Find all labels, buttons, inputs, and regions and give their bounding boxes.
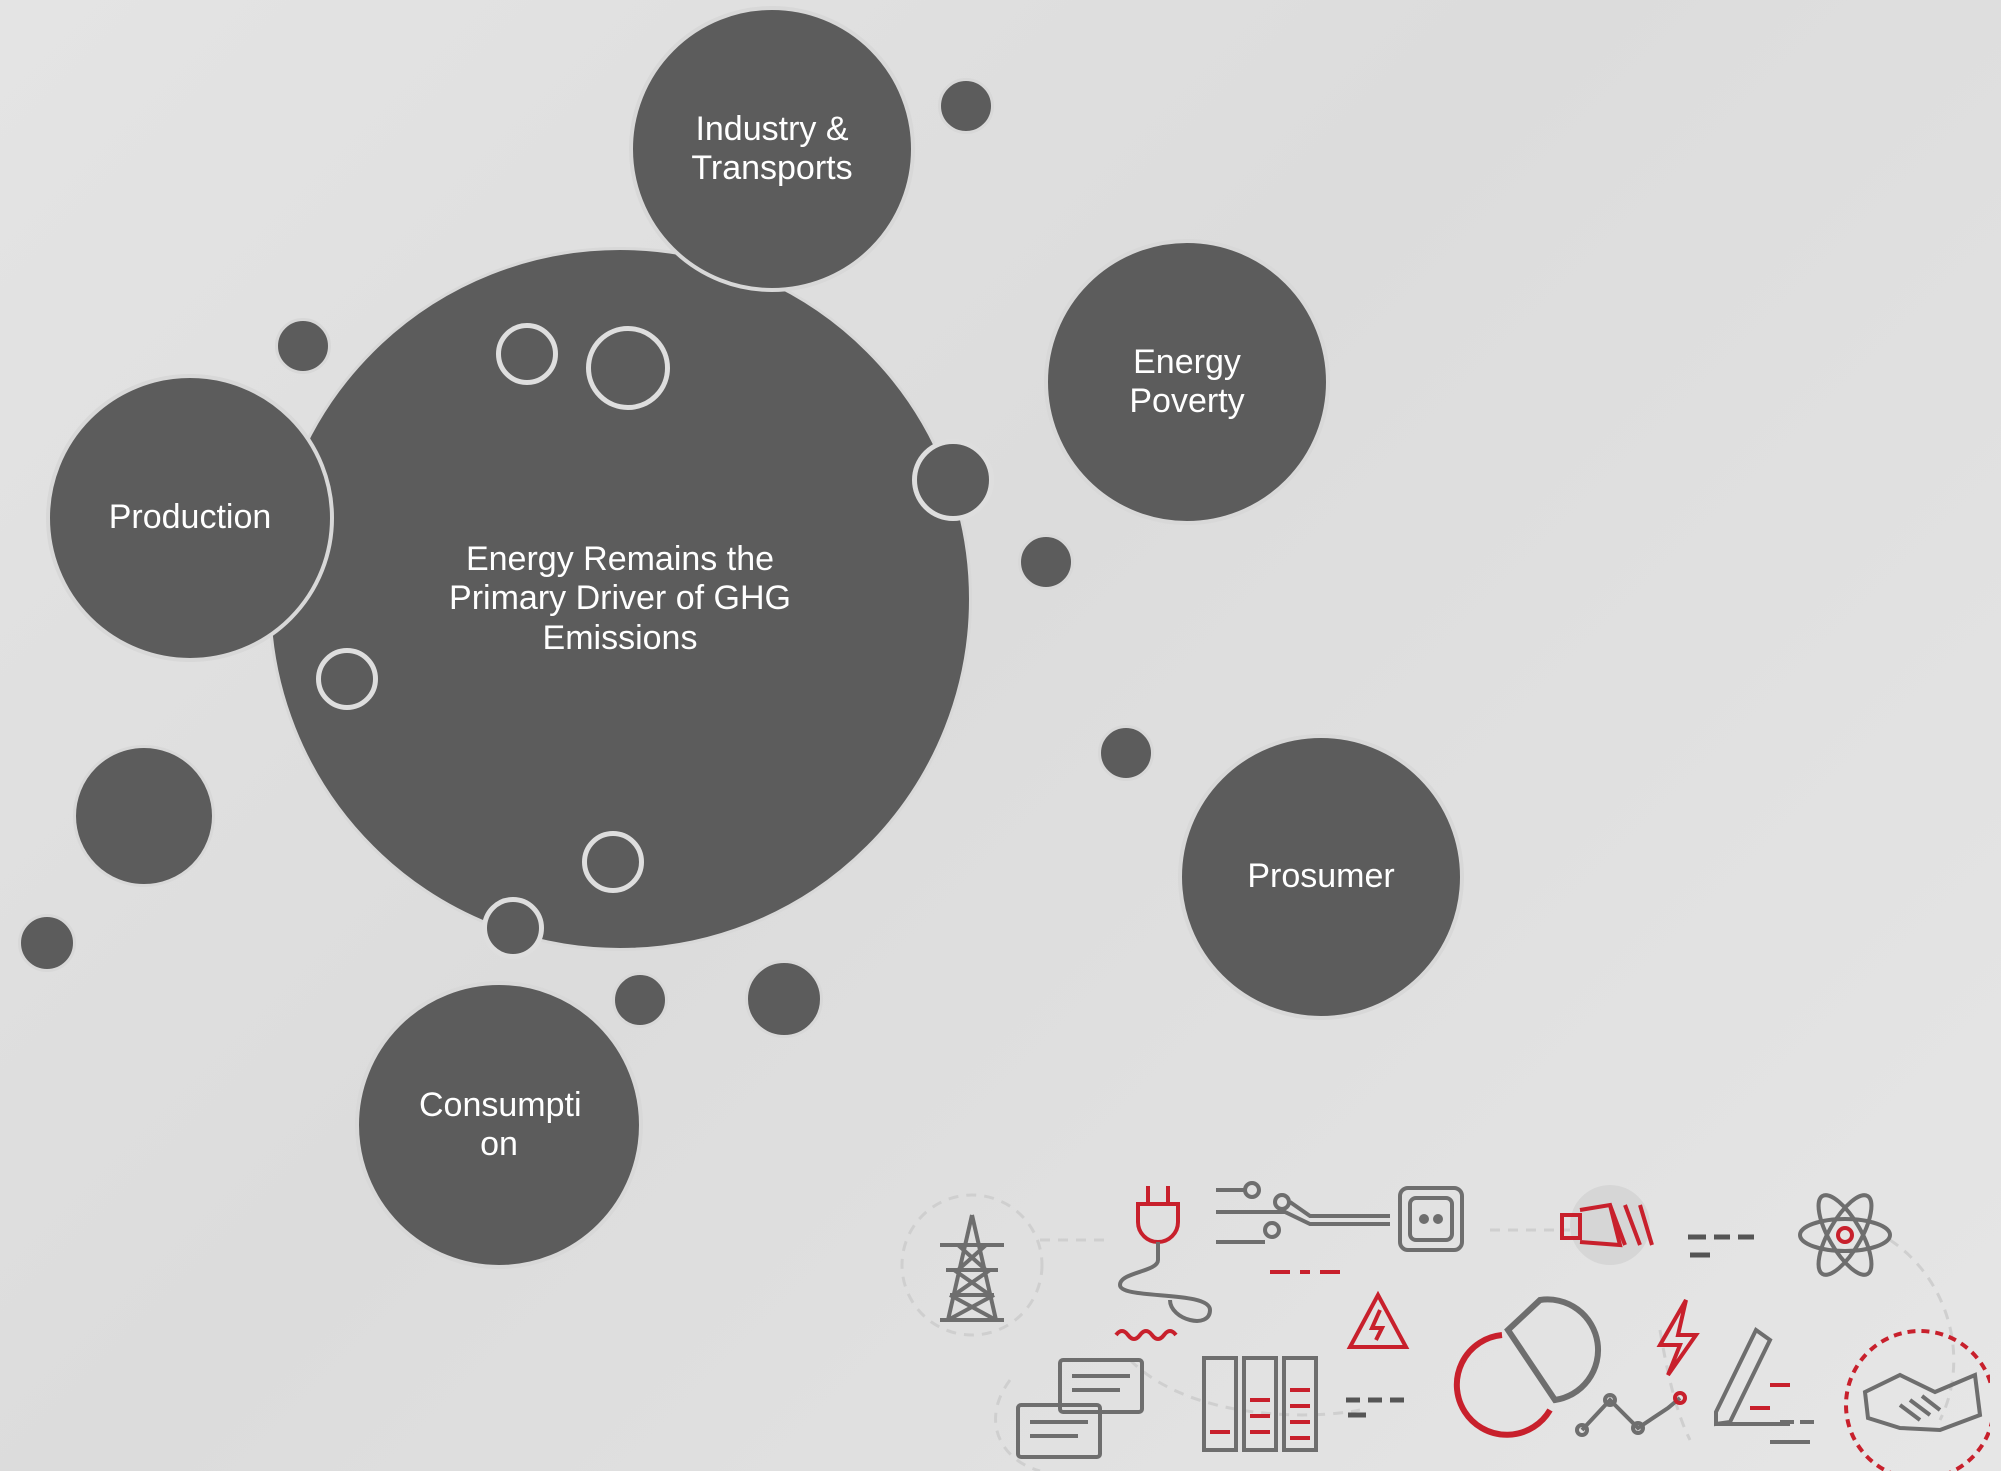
decor-dot: [1098, 725, 1154, 781]
line-graph-icon: [1575, 1391, 1687, 1437]
decor-dot: [275, 318, 331, 374]
industry-label: Industry & Transports: [691, 109, 853, 187]
decor-ring: [582, 831, 644, 893]
production-bubble: Production: [46, 374, 334, 662]
light-bulb-icon: [1560, 1185, 1654, 1265]
decor-ring: [586, 326, 670, 410]
power-tower-icon: [940, 1214, 1004, 1322]
handshake-icon: [1844, 1329, 1990, 1471]
decor-ring: [482, 897, 544, 959]
energy-icons-strip: [900, 1181, 1990, 1471]
decor-ring: [316, 648, 378, 710]
warning-icon: [1346, 1290, 1410, 1349]
decor-dot: [1018, 534, 1074, 590]
decor-dot: [612, 972, 668, 1028]
decor-dot: [938, 78, 994, 134]
chat-icon: [1016, 1358, 1144, 1459]
plug-icon: [1117, 1186, 1213, 1323]
pencil-icon: [1714, 1326, 1814, 1444]
energy-poverty-label: Energy Poverty: [1129, 342, 1245, 420]
energy-poverty-bubble: Energy Poverty: [1044, 239, 1330, 525]
decor-dot: [18, 914, 76, 972]
atom-icon: [1798, 1193, 1892, 1277]
battery-icon: [1202, 1356, 1318, 1452]
production-label: Production: [108, 498, 272, 537]
consumption-label: Consumpti on: [419, 1085, 582, 1163]
prosumer-label: Prosumer: [1247, 857, 1395, 896]
circuit-icon: [1216, 1181, 1390, 1274]
decor-dot: [912, 439, 994, 521]
decor-dot: [73, 745, 215, 887]
decor-ring: [496, 323, 558, 385]
pie-chart-icon: [1453, 1296, 1602, 1438]
lightning-icon: [1656, 1298, 1700, 1377]
decor-dot: [745, 960, 823, 1038]
prosumer-bubble: Prosumer: [1178, 734, 1464, 1020]
consumption-bubble: Consumpti on: [355, 981, 643, 1269]
industry-bubble: Industry & Transports: [629, 6, 915, 292]
socket-icon: [1398, 1186, 1464, 1252]
center-label: Energy Remains the Primary Driver of GHG…: [449, 540, 791, 657]
